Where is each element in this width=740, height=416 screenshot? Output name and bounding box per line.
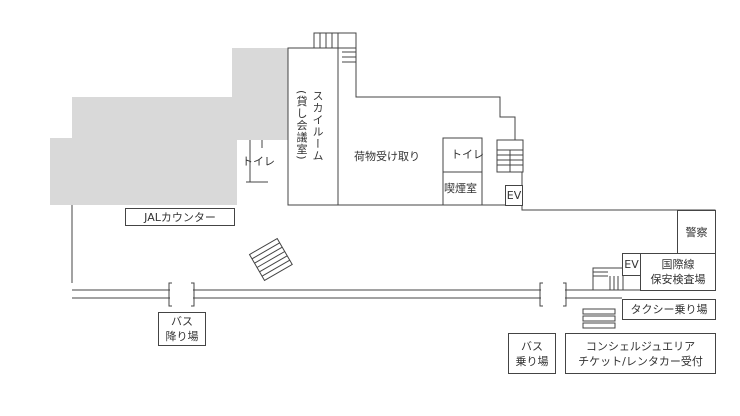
security-line2: 保安検査場 (650, 273, 706, 286)
security-line1: 国際線 (661, 258, 695, 271)
stairs-lower-right (592, 267, 624, 291)
smoking-room-label: 喫煙室 (444, 182, 477, 195)
corridor (72, 282, 640, 307)
baggage-claim-label: 荷物受け取り (354, 150, 420, 163)
elevator-upper: EV (505, 185, 523, 206)
concierge-line1: コンシェルジュエリア (585, 339, 696, 353)
jal-counter: JALカウンター (125, 208, 235, 226)
bus-board-line2: 乗り場 (515, 354, 549, 368)
bus-drop-off: バス 降り場 (158, 312, 206, 346)
stairs-top (313, 32, 357, 63)
concierge-line2: チケット/レンタカー受付 (578, 354, 703, 368)
sky-room-sub-label: (貸し会議室) (295, 90, 308, 161)
stairs-diagonal (248, 237, 293, 282)
bus-drop-line1: バス (171, 315, 193, 328)
stairs-right (496, 139, 524, 173)
international-security: 国際線 保安検査場 (640, 253, 716, 291)
restricted-area (50, 48, 288, 205)
police: 警察 (677, 210, 716, 254)
sky-room-label: スカイルーム (311, 90, 324, 162)
toilet-right-label: トイレ (451, 148, 484, 161)
taxi-stand: タクシー乗り場 (622, 299, 716, 320)
concierge-area: コンシェルジュエリア チケット/レンタカー受付 (565, 333, 716, 374)
bus-board-line1: バス (521, 339, 543, 353)
elevator-lower: EV (622, 253, 641, 276)
bus-drop-line2: 降り場 (165, 330, 199, 343)
building-wall (338, 47, 516, 140)
toilet-left-label: トイレ (242, 155, 275, 168)
smoking-room-outline (442, 171, 483, 206)
crosswalk (582, 308, 616, 329)
bus-boarding: バス 乗り場 (508, 333, 556, 374)
